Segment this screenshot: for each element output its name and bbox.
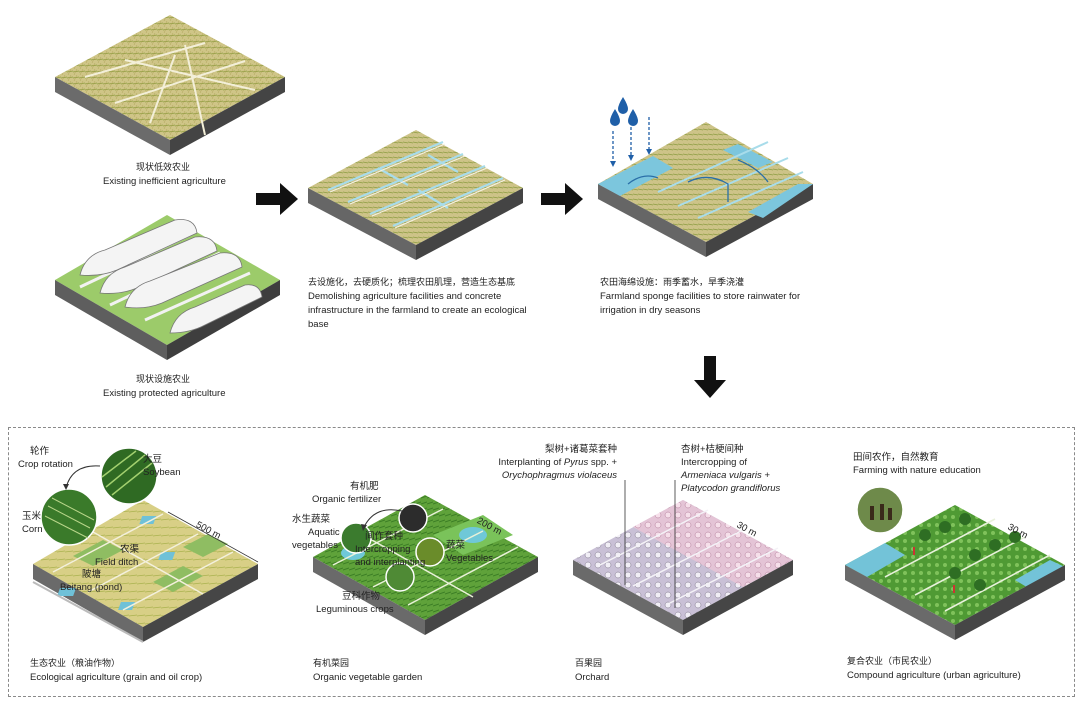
ecological-base-block (308, 130, 523, 260)
arrow-right-icon (541, 183, 583, 215)
pond-label-zh: 陂塘 (82, 569, 102, 580)
education-label-zh: 田间农作，自然教育 (853, 452, 939, 463)
eco-caption: 生态农业（粮油作物） Ecological agriculture (grain… (30, 657, 202, 685)
armeniaca-label-en1: Intercropping of (681, 457, 748, 468)
protected-caption-en: Existing protected agriculture (103, 388, 226, 399)
pyrus-label: 梨树+诸葛菜套种 Interplanting of Pyrus spp. + O… (497, 443, 617, 482)
rotation-label: 轮作 Crop rotation (18, 445, 73, 471)
education-label-en: Farming with nature education (853, 465, 981, 476)
veg-caption: 有机菜园 Organic vegetable garden (313, 657, 422, 685)
vegetables-label-zh: 蔬菜 (446, 540, 466, 551)
intercrop-label: 间作套种 Intercropping and interplanting (355, 530, 425, 569)
protected-caption-zh: 现状设施农业 (136, 375, 191, 385)
inefficient-farmland-block (55, 15, 285, 155)
soybean-label-zh: 大豆 (143, 454, 163, 465)
arrow-right-icon (256, 183, 298, 215)
rotation-label-en: Crop rotation (18, 459, 73, 470)
armeniaca-label-en2: Armeniaca vulgaris (681, 470, 762, 481)
armeniaca-label-en3: Platycodon grandiflorus (681, 483, 781, 494)
aquatic-label-en1: Aquatic (308, 527, 340, 538)
corn-label-zh: 玉米 (22, 511, 42, 522)
sponge-caption: 农田海绵设施：雨季蓄水，旱季浇灌 Farmland sponge facilit… (600, 276, 840, 318)
intercrop-label-en1: Intercropping (355, 544, 411, 555)
fertilizer-label-en: Organic fertilizer (312, 494, 382, 505)
orchard-leader-lines (624, 480, 676, 608)
nature-education-photo-icon (856, 486, 904, 534)
eco-caption-zh: 生态农业（粮油作物） (30, 659, 121, 669)
rotation-label-zh: 轮作 (30, 446, 50, 457)
orchard-block (573, 500, 793, 635)
vegetables-label: 蔬菜 Vegetables (446, 539, 493, 565)
pond-label-en: Beitang (pond) (60, 582, 123, 593)
sponge-caption-en1: Farmland sponge facilities to store rain… (600, 291, 801, 302)
pyrus-label-en3: Orychophragmus violaceus (501, 470, 617, 481)
urban-caption: 复合农业（市民农业） Compound agriculture (urban a… (847, 655, 1021, 683)
programs-frame (8, 427, 1075, 697)
intercrop-label-zh: 间作套种 (365, 531, 404, 542)
inefficient-caption-zh: 现状低效农业 (136, 163, 191, 173)
protected-caption: 现状设施农业 Existing protected agriculture (103, 373, 226, 401)
fertilizer-icon (398, 503, 428, 533)
greenhouse-block (55, 215, 280, 360)
orchard-caption: 百果园 Orchard (575, 657, 609, 685)
legume-icon (385, 562, 415, 592)
inefficient-caption-en: Existing inefficient agriculture (103, 176, 226, 187)
vegetable-garden-block (313, 495, 538, 635)
pyrus-label-sp: Pyrus (563, 457, 589, 468)
rotation-arrow-icon (63, 465, 101, 490)
urban-caption-zh: 复合农业（市民农业） (847, 657, 938, 667)
orchard-caption-zh: 百果园 (575, 659, 603, 669)
demolish-caption-en1: Demolishing agriculture facilities and c… (308, 291, 502, 302)
legume-label: 豆科作物 Leguminous crops (316, 590, 394, 616)
demolish-caption-zh: 去设施化，去硬质化；梳理农田肌理，营造生态基底 (308, 278, 516, 288)
corn-field-icon (40, 488, 98, 546)
sponge-caption-en2: irrigation in dry seasons (600, 305, 701, 316)
demolish-caption-en3: base (308, 319, 329, 330)
vegetables-label-en: Vegetables (446, 553, 494, 564)
inefficient-caption: 现状低效农业 Existing inefficient agriculture (103, 161, 226, 189)
soybean-label: 大豆 Soybean (143, 453, 181, 479)
armeniaca-label: 杏树+桔梗间种 Intercropping of Armeniaca vulga… (681, 443, 780, 495)
fertilizer-arrow-icon (361, 509, 403, 531)
sponge-caption-zh: 农田海绵设施：雨季蓄水，旱季浇灌 (600, 278, 745, 288)
intercropping-icon (415, 537, 445, 567)
armeniaca-label-zh: 杏树+桔梗间种 (681, 444, 744, 455)
pyrus-label-zh: 梨树+诸葛菜套种 (544, 444, 617, 455)
sponge-farmland-block (598, 122, 813, 257)
pyrus-label-en1: Interplanting of (498, 457, 562, 468)
armeniaca-label-plus: + (764, 470, 770, 481)
demolish-caption: 去设施化，去硬质化；梳理农田肌理，营造生态基底 Demolishing agri… (308, 276, 548, 332)
aquatic-vegetable-icon (340, 522, 372, 554)
pond-label: 陂塘 Beitang (pond) (60, 568, 122, 594)
soybean-label-en: Soybean (143, 467, 181, 478)
ditch-label-en: Field ditch (95, 557, 139, 568)
aquatic-label-en2: vegetables (292, 540, 338, 551)
legume-label-en: Leguminous crops (316, 604, 394, 615)
arrow-down-icon (694, 356, 726, 398)
ditch-label-zh: 农渠 (120, 544, 140, 555)
corn-label-en: Corn (22, 524, 43, 535)
soybean-field-icon (100, 447, 158, 505)
eco-caption-en: Ecological agriculture (grain and oil cr… (30, 672, 203, 683)
corn-label: 玉米 Corn (22, 510, 43, 536)
fertilizer-label: 有机肥 Organic fertilizer (312, 480, 381, 506)
aquatic-label-zh: 水生蔬菜 (292, 514, 331, 525)
fertilizer-label-zh: 有机肥 (350, 481, 379, 492)
urban-caption-en: Compound agriculture (urban agriculture) (847, 670, 1021, 681)
education-label: 田间农作，自然教育 Farming with nature education (853, 451, 981, 477)
urban-agriculture-block (845, 505, 1065, 640)
aquatic-label: 水生蔬菜 Aquatic vegetables (292, 513, 340, 552)
demolish-caption-en2: infrastructure in the farmland to create… (308, 305, 527, 316)
intercrop-label-en2: and interplanting (355, 557, 426, 568)
veg-caption-zh: 有机菜园 (313, 659, 350, 669)
rain-drops-icon (610, 97, 652, 167)
veg-caption-en: Organic vegetable garden (313, 672, 423, 683)
ditch-label: 农渠 Field ditch (95, 543, 139, 569)
legume-label-zh: 豆科作物 (342, 591, 381, 602)
orchard-caption-en: Orchard (575, 672, 610, 683)
pyrus-label-en2: spp. + (590, 457, 617, 468)
